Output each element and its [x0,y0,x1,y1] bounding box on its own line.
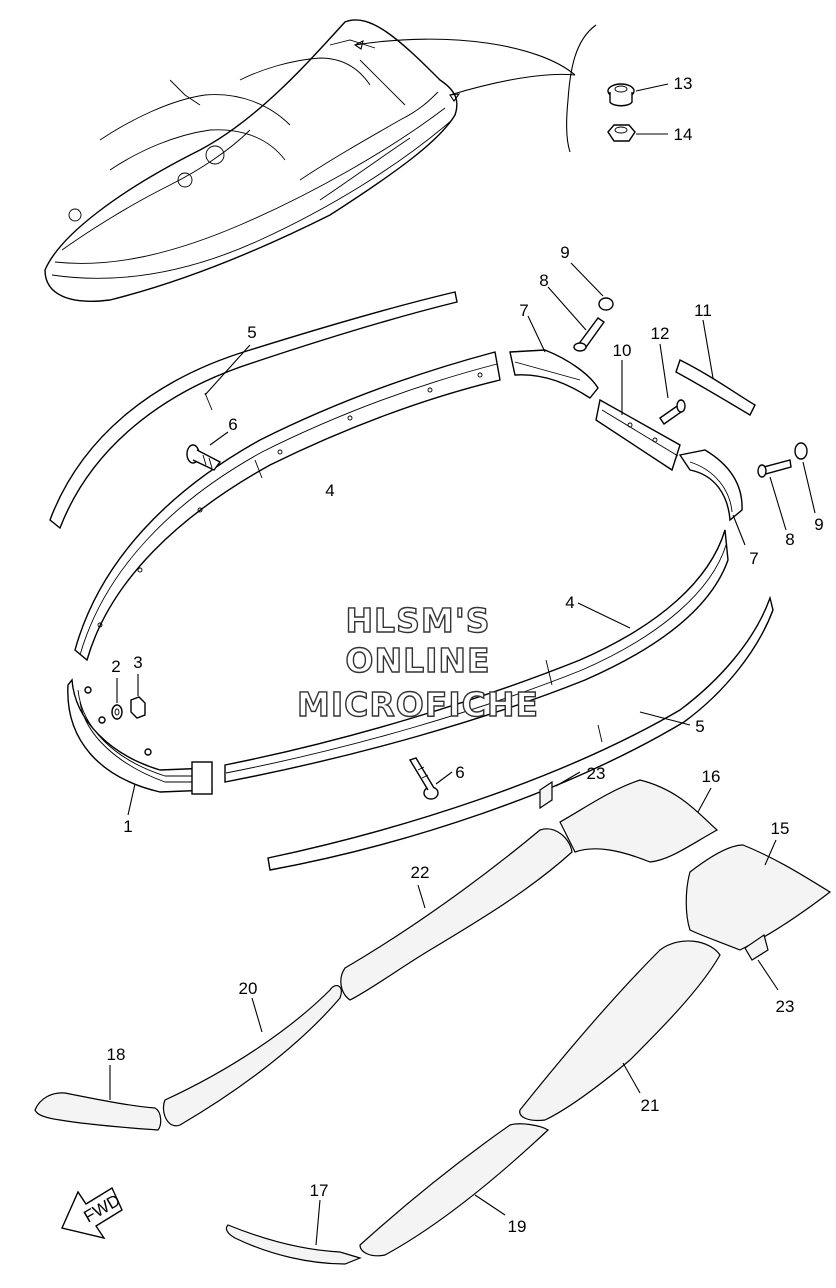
callout-4b: 4 [565,593,574,612]
callout-5b: 5 [695,717,704,736]
callout-23a: 23 [587,764,606,783]
part-5-upper-strip [49,291,458,530]
callout-12: 12 [651,324,670,343]
part-3-nut [130,674,146,719]
callout-4a: 4 [325,481,334,500]
callout-11: 11 [694,301,712,320]
part-20-mat [162,984,342,1127]
part-10-rail-segment [595,360,681,472]
callout-23b: 23 [776,997,795,1016]
fwd-arrow: FWD [61,1186,124,1240]
part-18-mat [34,1065,162,1131]
callout-14: 14 [674,125,693,144]
part-23-upper-pad [539,771,581,810]
callout-18: 18 [107,1045,126,1064]
part-12-rivet [659,343,686,425]
part-23-lower-pad [744,934,779,991]
part-16-mat [559,779,719,863]
part-11-strip [675,319,756,416]
part-8-upper-screw [547,286,605,352]
callout-15: 15 [771,819,790,838]
callout-8b: 8 [785,530,794,549]
callout-10: 10 [613,341,632,360]
callout-2: 2 [111,657,120,676]
callout-7a: 7 [519,301,528,320]
part-22-mat [340,828,573,1001]
part-21-mat [519,940,721,1122]
watercraft-illustration [44,19,458,302]
callout-6a: 6 [228,415,237,434]
part-6-upper-screw [186,431,229,471]
callout-16: 16 [702,767,721,786]
watermark-line2: ONLINE [345,641,490,680]
part-4-upper-rail [74,351,501,662]
watermark: HLSM'S ONLINE MICROFICHE [296,600,539,724]
callout-labels: 1 2 3 4 4 5 5 6 6 7 7 8 8 9 9 10 11 12 1… [107,74,824,1236]
part-9-lower-nut [794,442,816,514]
part-19-mat [359,1123,549,1257]
part-1-front-rail [67,678,213,816]
part-2-washer [111,678,123,720]
callout-21: 21 [641,1096,660,1115]
bracket-leaders [353,24,597,153]
callout-20: 20 [239,979,258,998]
part-8-lower-screw [757,459,792,531]
callout-13: 13 [674,74,693,93]
part-7-lower-corner [678,449,746,546]
callout-3: 3 [133,653,142,672]
callout-22: 22 [411,863,430,882]
callout-9b: 9 [814,515,823,534]
part-15-mat [685,839,832,951]
part-9-upper-nut [570,262,614,311]
callout-6b: 6 [455,763,464,782]
part-14-nut [607,124,668,142]
callout-7b: 7 [749,549,758,568]
part-5-lower-strip [267,595,774,871]
part-6-lower-screw [408,757,453,800]
part-7-upper-corner [509,315,599,399]
callout-5a: 5 [247,323,256,342]
watermark-line1: HLSM'S [345,601,490,640]
watermark-line3: MICROFICHE [297,685,539,724]
part-17-mat [225,1199,362,1265]
part-13-grommet [607,83,669,107]
callout-8a: 8 [539,271,548,290]
part-4-lower-rail [224,529,729,783]
callout-17: 17 [310,1181,329,1200]
callout-19: 19 [508,1217,527,1236]
callout-9a: 9 [560,243,569,262]
callout-1: 1 [123,817,132,836]
